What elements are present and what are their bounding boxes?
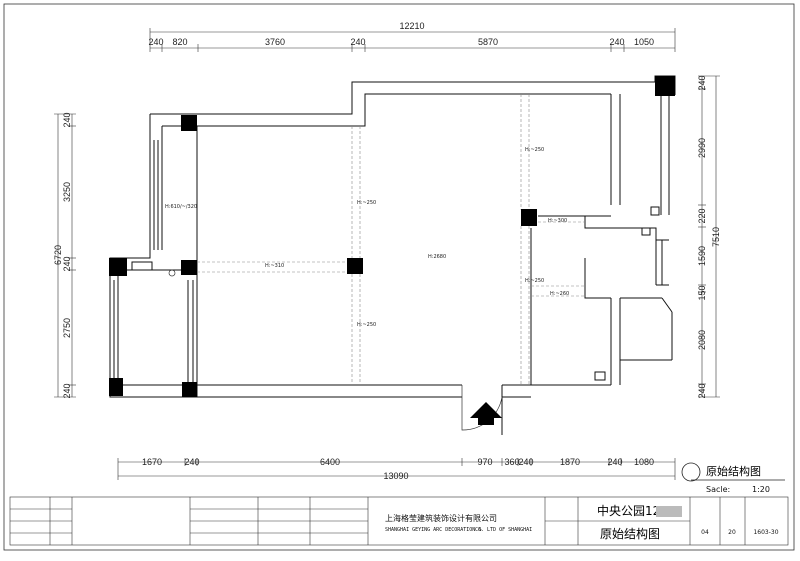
sheet-no: 04 [701,529,709,536]
drawing-label: 原始结构图 Sacle: 1:20 [681,462,785,494]
company-name-en-1: SHANGHAI GEYING ARC DECORATION & [385,527,481,533]
company-name-cn: 上海格莹建筑装饰设计有限公司 [385,513,497,523]
column [655,76,675,96]
left-dim-2: 3250 [62,182,72,202]
top-dim-1: 240 [148,37,163,47]
column [347,258,363,274]
drain-icon [168,269,176,277]
project-name: 中央公园12 [597,503,660,518]
right-dim-3: 220 [697,208,707,223]
bottom-dim-8: 240 [607,457,622,467]
right-dim-7: 240 [697,383,707,398]
h-right-mid: H:~250 [525,278,544,284]
column [109,378,123,396]
redacted-mark [656,506,682,517]
h-beam-mid-top: H:~250 [357,200,376,206]
bottom-dim-2: 240 [184,457,199,467]
h-beam-left: H:~310 [265,263,284,269]
top-dim-4: 240 [350,37,365,47]
top-dimensions [149,28,676,52]
bottom-dim-3: 6400 [320,457,340,467]
scale-value: 1:20 [752,485,770,494]
right-total-dim: 7510 [711,227,721,247]
bottom-dim-5: 360 [504,457,519,467]
drawing-title: 原始结构图 [706,464,761,478]
entrance-arrow-icon [470,402,502,425]
column [109,258,127,276]
scale-label: Sacle: [706,485,730,494]
left-dim-5: 240 [62,383,72,398]
sheet-total: 20 [728,529,736,536]
bottom-dimensions [117,458,676,480]
right-dim-4: 1590 [697,246,707,266]
columns [109,76,675,397]
left-dim-4: 2750 [62,318,72,338]
column [521,209,537,226]
h-center: H:2680 [428,254,446,260]
h-beam-mid-bottom: H:~250 [357,322,376,328]
left-dimensions [54,113,76,398]
title-block [9,496,789,546]
drawing-code: 1603-30 [753,529,778,536]
right-dim-6: 2080 [697,330,707,350]
left-dim-1: 240 [62,112,72,127]
beam-lines [197,94,585,385]
top-dim-7: 1050 [634,37,654,47]
h-left-room: H:610/~/320 [165,204,197,210]
sheet-drawing-name: 原始结构图 [600,526,660,541]
top-dim-6: 240 [609,37,624,47]
left-dim-3: 240 [62,256,72,271]
right-dim-1: 240 [697,75,707,90]
top-total-dim: 12210 [399,21,424,31]
bottom-dim-9: 1080 [634,457,654,467]
left-total-dim: 6720 [53,245,63,265]
top-dim-2: 820 [172,37,187,47]
top-dim-3: 3760 [265,37,285,47]
bottom-dim-6: 240 [518,457,533,467]
column [182,382,197,397]
h-right-col: H:~300 [548,218,567,224]
h-right-low: H:~260 [550,291,569,297]
right-dim-2: 2990 [697,138,707,158]
company-name-en-2: CO. LTD OF SHANGHAI [475,527,532,533]
column [181,115,197,131]
bottom-total-dim: 13090 [383,471,408,481]
right-dim-5: 150 [697,285,707,300]
right-dimensions [698,75,720,398]
bottom-dim-1: 1670 [142,457,162,467]
bottom-dim-7: 1870 [560,457,580,467]
drawing-border [3,3,795,551]
h-right-top: H:~250 [525,147,544,153]
bottom-dim-4: 970 [477,457,492,467]
top-dim-5: 5870 [478,37,498,47]
column [181,260,197,275]
